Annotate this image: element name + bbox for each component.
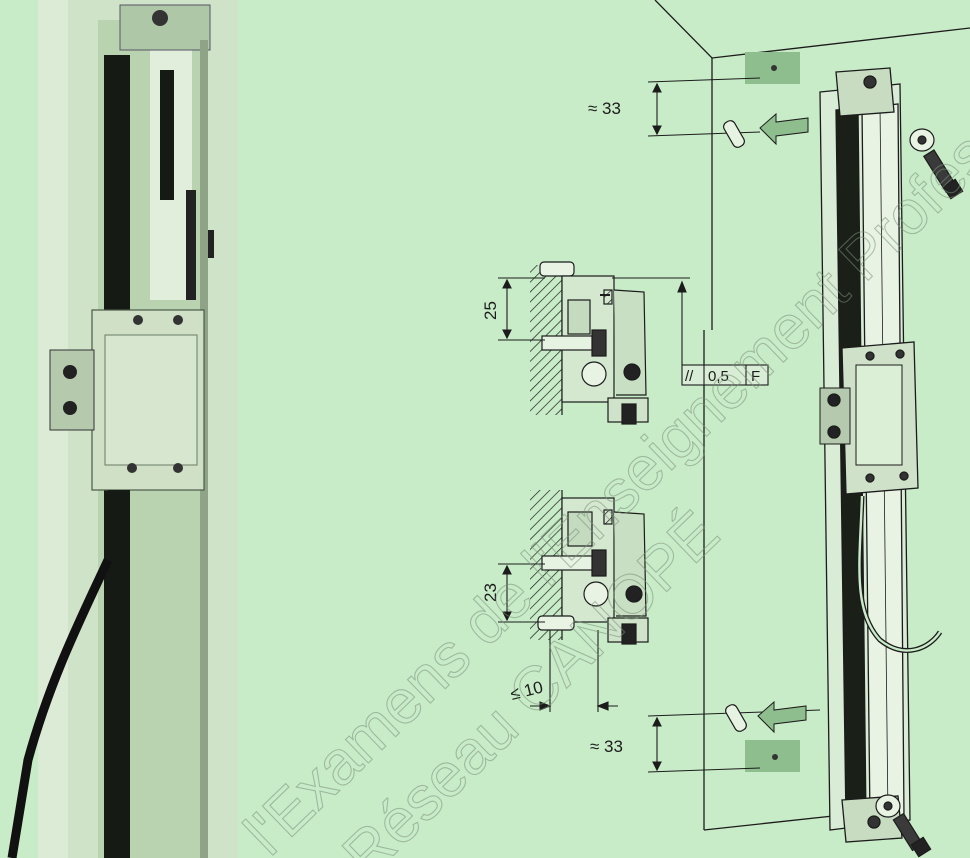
scale-top-cap (119, 4, 211, 51)
side-knob-2 (827, 425, 841, 439)
head-lower-stripe (108, 490, 130, 858)
lower-pivot (583, 581, 609, 607)
head-screw-c (865, 473, 875, 483)
head-screw-d (899, 471, 909, 481)
upper-bracket-dimension (498, 277, 545, 341)
top-mounting-screw-icon (909, 128, 964, 200)
bottom-pad-hole (772, 754, 778, 760)
tolerance-value: 0,5 (708, 368, 729, 385)
scale-drawing (819, 67, 943, 843)
bottom-mounting-screw-icon (875, 794, 932, 858)
top-insert-arrow-icon (759, 112, 809, 146)
side-knob-1 (827, 393, 841, 407)
connector-knob-1 (63, 365, 77, 379)
tolerance-symbol: // (685, 368, 694, 385)
reading-head-plate (104, 334, 198, 466)
top-spacing-dimension (647, 77, 761, 137)
scale-cable (7, 558, 113, 858)
scale-slot-2 (186, 190, 196, 300)
top-end-block (835, 67, 895, 117)
top-pad-hole (771, 65, 777, 71)
lower-bottom-pin (537, 615, 575, 631)
tolerance-datum: F (751, 368, 760, 385)
top-spacing-label: ≈ 33 (588, 99, 621, 118)
lower-bracket-detail (530, 490, 649, 645)
lower-bracket-dimension (498, 563, 545, 623)
head-screw-4 (173, 463, 183, 473)
lower-bracket-height-label: 23 (481, 583, 500, 602)
head-screw-2 (173, 315, 183, 325)
tolerance-leader (612, 277, 690, 365)
head-screw-a (865, 351, 875, 361)
head-screw-3 (127, 463, 137, 473)
upper-top-pin (539, 261, 575, 277)
upper-bracket-detail (530, 261, 649, 425)
head-label-plate (855, 364, 903, 466)
scale-slot (160, 70, 174, 200)
scale-label (204, 230, 214, 258)
scale-photo (7, 0, 238, 858)
surface-top-edge (654, 0, 970, 59)
head-connector (49, 349, 95, 431)
mounting-gap-dimension (530, 630, 618, 712)
top-pin (723, 120, 745, 148)
head-screw-b (895, 349, 905, 359)
bottom-spacing-label: ≈ 33 (590, 737, 623, 756)
tolerance-frame: // 0,5 F (681, 364, 769, 386)
cap-screw (152, 10, 168, 26)
head-screw-1 (133, 315, 143, 325)
connector-knob-2 (63, 401, 77, 415)
bottom-end-screw (867, 815, 881, 829)
bottom-insert-arrow-icon (757, 700, 807, 734)
upper-pivot (581, 361, 607, 387)
top-end-screw (863, 75, 877, 89)
bottom-pin (725, 704, 747, 732)
upper-bracket-height-label: 25 (481, 301, 500, 320)
